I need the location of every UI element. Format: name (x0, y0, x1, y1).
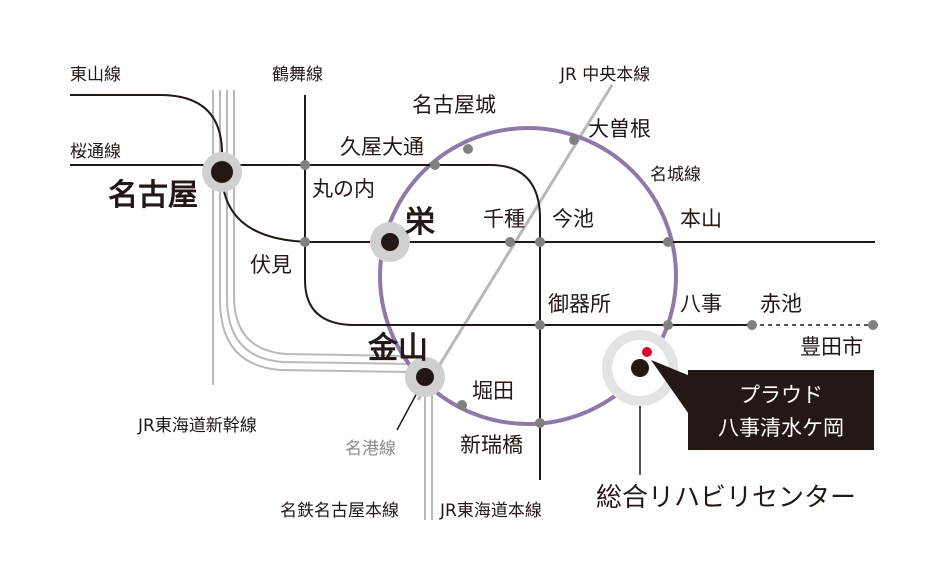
station-label-akaike: 赤池 (760, 292, 802, 316)
station-dot-imaike (535, 237, 545, 247)
hub-kanayama (405, 357, 445, 397)
station-label-ozone: 大曽根 (588, 117, 651, 141)
station-dot-akaike (747, 320, 757, 330)
station-label-horita: 堀田 (472, 379, 514, 403)
station-label-shin-mizuho-bashi: 新瑞橋 (460, 433, 523, 457)
station-dot-toyota-shi (868, 320, 878, 330)
line-label-meiko: 名港線 (345, 439, 396, 459)
station-dot-fushimi (300, 237, 310, 247)
sakuradori-line (70, 164, 541, 480)
station-label-motoyama: 本山 (680, 207, 722, 231)
station-dot-ozone (569, 135, 579, 145)
station-label-marunouchi: 丸の内 (312, 177, 375, 201)
hub-sakae (370, 222, 410, 262)
station-dot-yagoto (663, 320, 673, 330)
higashiyama-line (70, 94, 875, 243)
line-label-sakuradori: 桜通線 (70, 142, 121, 162)
property-location (602, 330, 678, 406)
station-label-sakae: 栄 (405, 205, 435, 240)
line-label-meijo: 名城線 (650, 165, 701, 185)
station-label-kanayama: 金山 (367, 331, 428, 366)
hub-nagoya (202, 152, 242, 192)
station-dot-motoyama (663, 237, 673, 247)
line-label-jr-tokaido: JR東海道本線 (439, 501, 542, 521)
station-label-hisaya-odori: 久屋大通 (340, 135, 424, 159)
station-label-toyota-shi: 豊田市 (800, 335, 863, 359)
station-label-chikusa: 千種 (483, 207, 525, 231)
station-label-yagoto: 八事 (680, 292, 722, 316)
line-label-meitetsu-nagoya: 名鉄名古屋本線 (280, 501, 399, 521)
station-label-nagoyajo: 名古屋城 (412, 93, 496, 117)
station-dot-gokiso (535, 320, 545, 330)
station-dot-horita (457, 400, 467, 410)
property-name-line2: 八事清水ケ岡 (718, 416, 844, 440)
station-label-nagoya: 名古屋 (108, 178, 198, 213)
station-label-imaike: 今池 (552, 207, 594, 231)
station-label-fushimi: 伏見 (250, 253, 292, 277)
property-callout-pointer (651, 360, 700, 430)
tsurumai-line (304, 95, 668, 326)
property-callout-box (688, 370, 874, 450)
meijo-line-ring (378, 126, 678, 426)
station-dot-hisaya-odori (430, 160, 440, 170)
property-name-line1: プラウド (739, 383, 823, 407)
station-dot-chikusa (505, 237, 515, 247)
line-label-jr-chuo: JR 中央本線 (559, 65, 650, 85)
station-label-gokiso: 御器所 (548, 292, 611, 316)
station-dot-marunouchi (300, 160, 310, 170)
line-label-higashiyama: 東山線 (70, 65, 121, 85)
line-label-tsurumai: 鶴舞線 (272, 65, 323, 85)
property-marker-dot (642, 347, 652, 357)
line-label-tokaido-shinkansen: JR東海道新幹線 (137, 415, 257, 436)
station-dot-nagoyajo (463, 144, 473, 154)
landmark-label: 総合リハビリセンター (596, 483, 856, 513)
station-dot-shin-mizuho-bashi (535, 418, 545, 428)
